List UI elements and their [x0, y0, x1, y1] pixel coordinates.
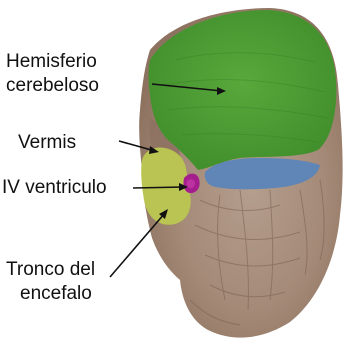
- label-tronco-del-encefalo: Tronco del encefalo: [6, 258, 95, 306]
- label-iv-ventriculo: IV ventriculo: [2, 176, 107, 200]
- label-hemisferio-line1: Hemisferio: [6, 50, 99, 74]
- label-tronco-line2: encefalo: [6, 282, 95, 306]
- label-tronco-line1: Tronco del: [6, 258, 95, 282]
- label-vermis: Vermis: [18, 131, 76, 155]
- label-hemisferio-line2: cerebeloso: [6, 74, 99, 98]
- label-hemisferio-cerebeloso: Hemisferio cerebeloso: [6, 50, 99, 98]
- pointer-ventriculo: [133, 187, 184, 188]
